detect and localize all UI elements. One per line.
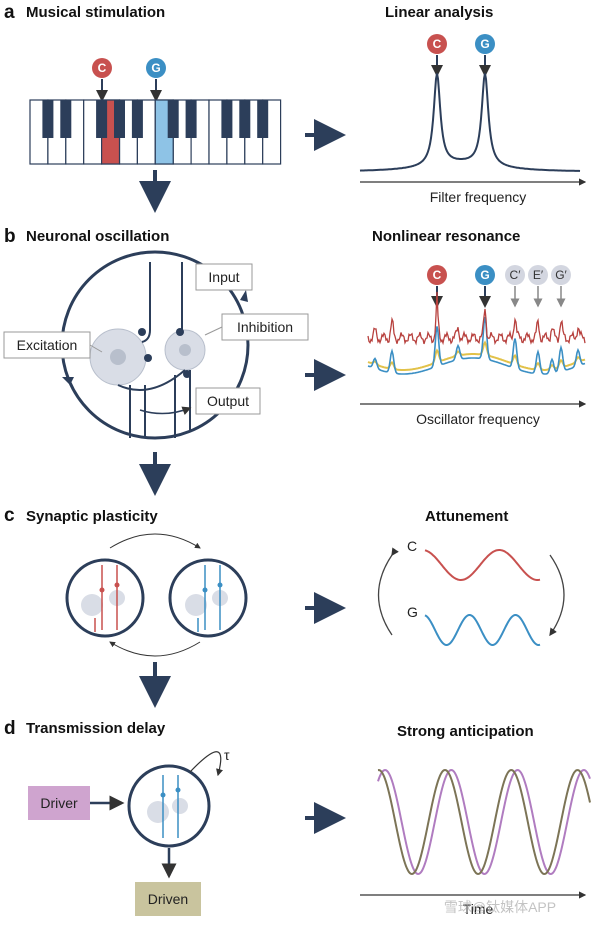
svg-text:E′: E′ [533, 268, 544, 282]
watermark: 雪球@钛媒体APP [444, 899, 556, 915]
panel-b-letter: b [4, 226, 16, 247]
nl-blue-trace [367, 316, 586, 375]
nl-red-trace [367, 291, 586, 346]
anticipation-driver-wave [377, 768, 591, 876]
driver-box: Driver [28, 786, 90, 820]
callout-input: Input [195, 263, 253, 291]
panel-a-title: Musical stimulation [26, 4, 165, 21]
attunement-left-arrow [377, 547, 399, 636]
svg-text:C′: C′ [510, 268, 522, 282]
panel-c-letter: c [4, 505, 15, 526]
black-key [131, 100, 143, 138]
svg-text:Driven: Driven [148, 891, 188, 907]
nl-g-pin [475, 265, 495, 285]
svg-text:Output: Output [207, 393, 249, 409]
callout-output: Output [195, 387, 261, 415]
svg-text:G: G [480, 37, 489, 51]
callout-inhibition: Inhibition [204, 313, 309, 341]
nl-g2-pin [551, 265, 571, 285]
oscillator-frequency-label: Oscillator frequency [416, 411, 540, 427]
panel-b-title: Neuronal oscillation [26, 228, 169, 245]
attunement-plot: C G [377, 538, 565, 646]
filter-response-curve [359, 73, 581, 172]
panel-c-right-title: Attunement [425, 508, 508, 525]
attunement-right-arrow [549, 554, 565, 637]
plasticity-diagram [65, 533, 248, 657]
attunement-g-wave [424, 614, 541, 646]
panel-a-letter: a [4, 2, 15, 23]
nl-c2-pin [505, 265, 525, 285]
driven-box: Driven [135, 882, 201, 916]
black-key [221, 100, 233, 138]
black-key [257, 100, 269, 138]
svg-text:C: C [433, 37, 442, 51]
note-g-pin: G [146, 58, 166, 102]
time-label: Time [463, 901, 494, 917]
panel-a-right-title: Linear analysis [385, 4, 493, 21]
black-key [239, 100, 251, 138]
black-key [114, 100, 125, 138]
linear-g-pin [475, 34, 495, 54]
black-key [167, 100, 179, 138]
linear-analysis-plot: C G Filter frequency [359, 34, 587, 205]
black-key [42, 100, 54, 138]
panel-b-right-title: Nonlinear resonance [372, 228, 520, 245]
black-key [60, 100, 72, 138]
delay-oscillator: τ [127, 747, 230, 848]
filter-frequency-label: Filter frequency [430, 189, 526, 205]
attunement-c-wave [424, 549, 541, 581]
black-key [185, 100, 197, 138]
svg-text:Inhibition: Inhibition [237, 319, 293, 335]
nl-yellow-trace [367, 340, 586, 371]
svg-text:C: C [98, 61, 107, 75]
nl-e2-pin [528, 265, 548, 285]
svg-text:C: C [433, 268, 442, 282]
svg-text:Driver: Driver [40, 795, 78, 811]
black-key [96, 100, 108, 138]
linear-c-pin [427, 34, 447, 54]
panel-c-title: Synaptic plasticity [26, 508, 158, 525]
piano-keyboard [29, 99, 282, 165]
svg-text:G: G [480, 268, 489, 282]
tau-label: τ [224, 747, 230, 763]
anticipation-driven-wave [377, 768, 591, 876]
panel-d-right-title: Strong anticipation [397, 723, 534, 740]
nl-c-pin [427, 265, 447, 285]
attunement-g-label: G [407, 604, 418, 620]
attunement-c-label: C [407, 538, 417, 554]
panel-d-title: Transmission delay [26, 720, 166, 737]
callout-excitation: Excitation [3, 331, 103, 359]
nonlinear-resonance-plot: C G C′ E′ G′ Oscillator frequency [360, 265, 587, 427]
panel-d-letter: d [4, 718, 16, 739]
svg-text:Excitation: Excitation [17, 337, 78, 353]
note-c-pin: C [92, 58, 112, 102]
anticipation-plot: Time [360, 768, 591, 917]
svg-text:G: G [151, 61, 160, 75]
svg-text:G′: G′ [555, 268, 567, 282]
svg-text:Input: Input [208, 269, 239, 285]
